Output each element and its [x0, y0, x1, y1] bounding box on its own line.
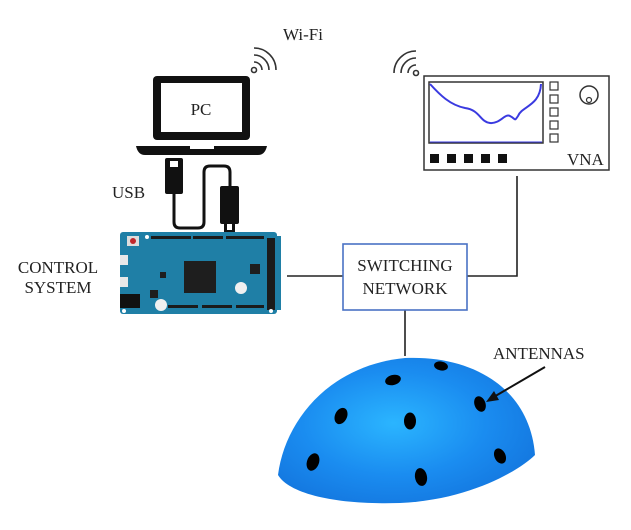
wifi-label: Wi-Fi [283, 25, 323, 44]
antenna-element [334, 407, 348, 425]
vna-to-switch-line [467, 176, 518, 277]
usb-label: USB [112, 183, 145, 202]
antenna-element [493, 448, 507, 464]
antenna-element [385, 374, 401, 386]
control-system-label-line2: SYSTEM [24, 278, 91, 297]
switching-network-box [342, 243, 468, 311]
antenna-element [434, 361, 448, 371]
vna-wifi-icon [393, 50, 420, 77]
pc-label: PC [191, 100, 212, 119]
connection-lines [287, 176, 518, 356]
arduino-board-icon [120, 232, 281, 314]
antenna-element [404, 412, 416, 430]
usb-cable-icon [165, 158, 239, 232]
vna-trace [429, 83, 542, 125]
switching-network-label-line2: NETWORK [363, 279, 449, 298]
antenna-element [474, 396, 486, 412]
antenna-dome-icon [278, 357, 535, 504]
antennas-label: ANTENNAS [493, 344, 585, 363]
antennas-arrow-icon [486, 366, 546, 402]
control-system-label-line1: CONTROL [18, 258, 98, 277]
antenna-element [414, 468, 428, 486]
laptop-icon [136, 76, 267, 155]
antenna-element [306, 453, 320, 471]
vna-label: VNA [567, 150, 605, 169]
switching-network-label-line1: SWITCHING [357, 256, 452, 275]
vector-network-analyzer-icon [423, 75, 610, 171]
wifi-icon [250, 47, 277, 74]
